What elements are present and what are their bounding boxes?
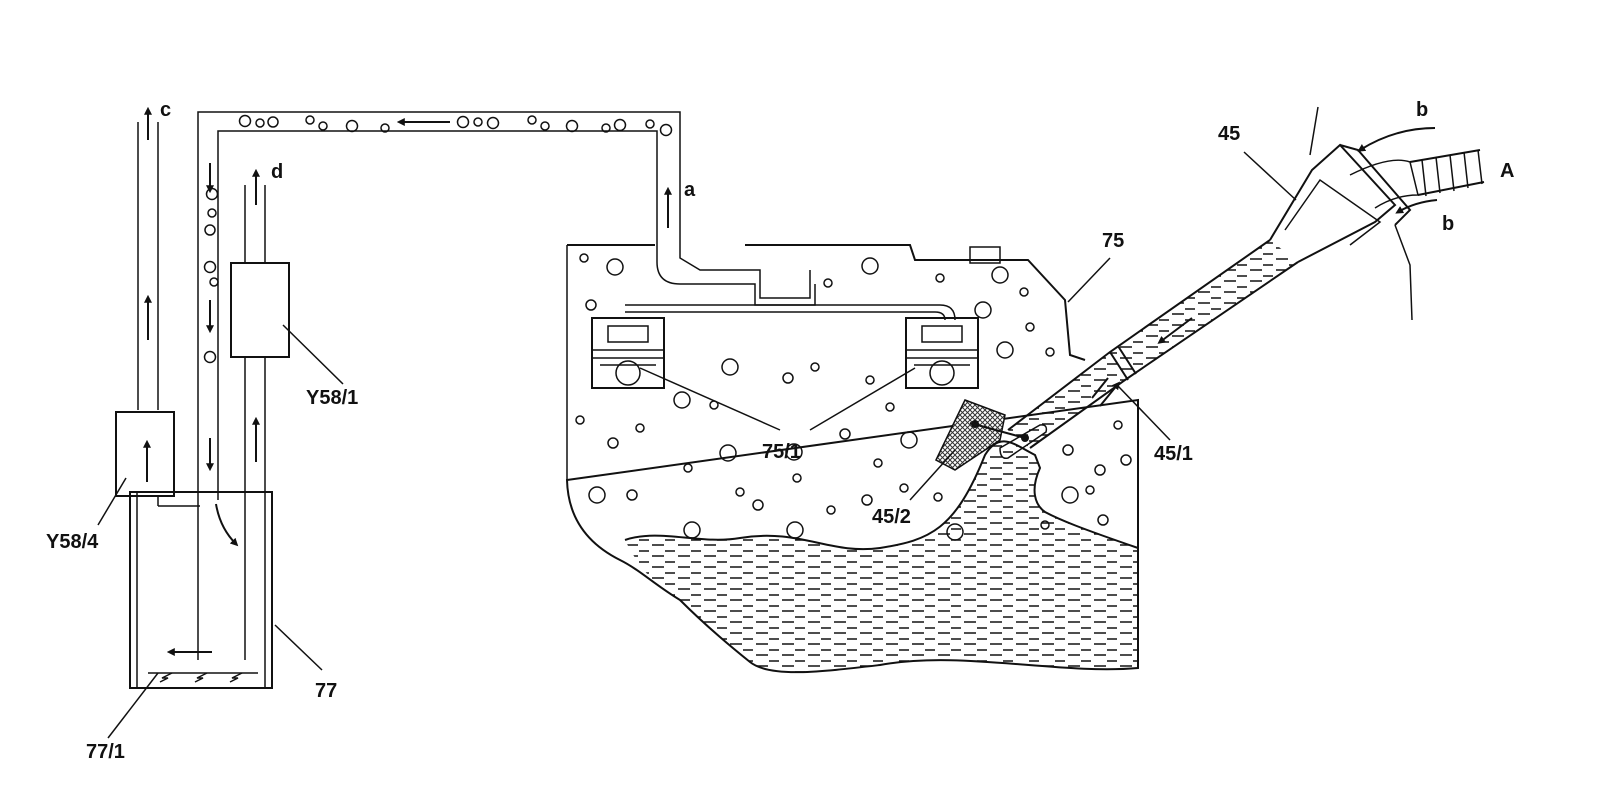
- label-75-1: 75/1: [762, 441, 801, 463]
- check-valve-45-1: [1109, 345, 1137, 381]
- canister-filter-77-1: [148, 672, 258, 683]
- purge-valve-y58-4: [115, 411, 175, 497]
- activated-charcoal-canister-group: [115, 106, 745, 689]
- label-b-bottom: b: [1442, 213, 1454, 235]
- label-45-2: 45/2: [872, 506, 911, 528]
- vapor-bubbles-tank: [575, 253, 1132, 541]
- label-75: 75: [1102, 230, 1124, 252]
- pipe-c: [137, 106, 159, 410]
- vapor-bubbles-line: [203, 114, 673, 364]
- label-y58-4: Y58/4: [46, 531, 99, 553]
- label-77: 77: [315, 680, 337, 702]
- leader-lines: [97, 151, 1297, 739]
- filler-neck-45: [935, 106, 1485, 471]
- vapor-line-a: [197, 111, 745, 660]
- label-b-top: b: [1416, 99, 1428, 121]
- label-c: c: [160, 99, 171, 121]
- label-A: A: [1500, 160, 1514, 182]
- label-d: d: [271, 161, 283, 183]
- label-a: a: [684, 179, 696, 201]
- label-45: 45: [1218, 123, 1240, 145]
- label-y58-1: Y58/1: [306, 387, 358, 409]
- label-45-1: 45/1: [1154, 443, 1193, 465]
- pipe-d: [244, 168, 266, 660]
- fuel-liquid: [625, 441, 1138, 673]
- canister-77: [129, 491, 273, 689]
- shutoff-valve-y58-1: [230, 262, 290, 358]
- rollover-valve-75-1-left: [591, 317, 665, 389]
- fuel-nozzle-hose-A: [1409, 149, 1485, 197]
- label-77-1: 77/1: [86, 741, 125, 763]
- fuel-tank-75: [565, 244, 1139, 674]
- rollover-valve-75-1-right: [905, 317, 979, 389]
